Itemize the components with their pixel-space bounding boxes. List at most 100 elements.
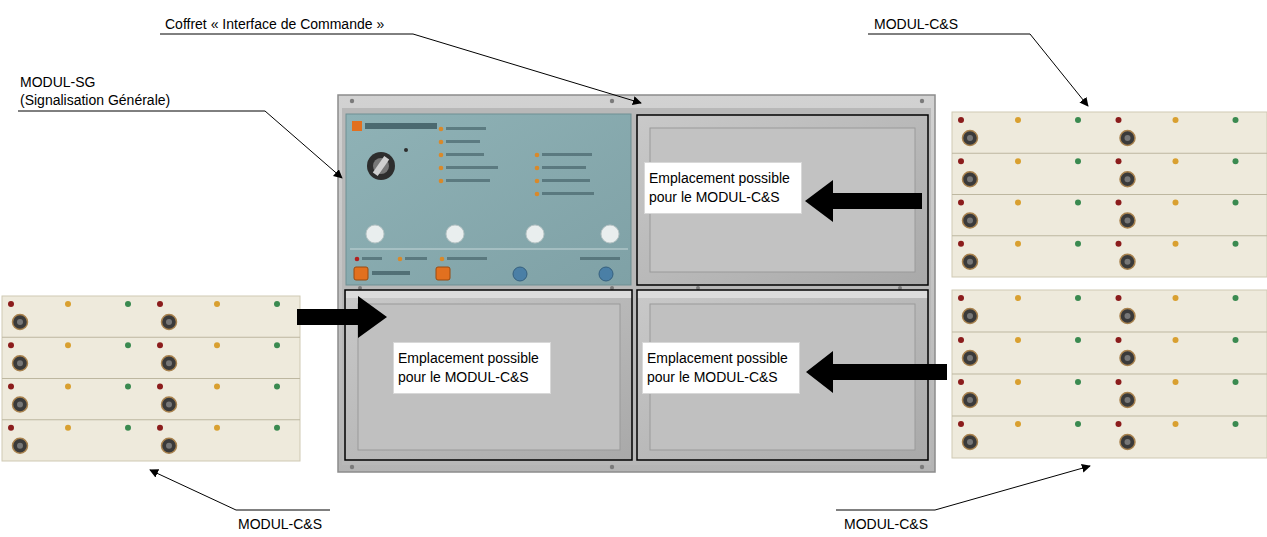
module-panels [2,112,1267,461]
orange-led [214,342,220,348]
selector-knob [967,218,973,224]
orange-led [1015,200,1021,206]
insertion-arrow [297,296,387,338]
row-line [952,416,1267,417]
selector-knob [963,213,978,228]
orange-led [1173,241,1179,247]
part-label: MODUL-SG (Signalisation Générale) [20,73,178,109]
red-led [8,384,14,390]
module-plate [952,290,1267,458]
slot-label-box: Emplacement possible pour le MODUL-C&S [642,342,800,394]
red-led [958,337,964,343]
orange-led [1173,200,1179,206]
orange-led [1173,158,1179,164]
green-led [1075,158,1081,164]
leader-line [150,470,330,510]
panel-separator [350,249,628,250]
slot-outline [345,290,632,460]
control-cabinet [338,95,935,472]
orange-led [1173,421,1179,427]
leader-line [18,111,342,178]
red-led [8,342,14,348]
slot-interior [346,290,632,460]
indicator-column [439,127,594,197]
leader-line [836,466,1090,510]
orange-led [1015,421,1021,427]
general-signalling-panel [346,114,631,285]
green-led [125,425,131,431]
green-led [1233,379,1239,385]
orange-led [214,425,220,431]
selector-knob [967,313,973,319]
selector-knob [1125,259,1131,265]
row-line [952,194,1267,195]
selector-knob [1120,172,1135,187]
module-panel [952,290,1267,458]
orange-led [1015,241,1021,247]
leader-line [160,34,641,103]
selector-knob [166,402,172,408]
row-line [952,153,1267,154]
button-legend [372,271,410,275]
red-led [157,384,163,390]
green-led [1233,241,1239,247]
selector-knob [162,438,177,453]
green-led [1075,421,1081,427]
selector-knob [1120,393,1135,408]
selector-knob [162,315,177,330]
slot-text: Emplacement possible pour le MODUL-C&S [649,169,797,207]
insertion-arrows [297,180,947,393]
selector-knob [1125,439,1131,445]
module-slots [345,115,928,460]
selector-knob [1120,435,1135,450]
green-led [1233,421,1239,427]
orange-led [1173,295,1179,301]
row-line [952,374,1267,375]
selector-knob [13,356,28,371]
selector-knob [1120,351,1135,366]
green-led [274,384,280,390]
selector-knob [166,319,172,325]
selector-knob [963,131,978,146]
red-led [8,425,14,431]
part-label: MODUL-C&S [874,15,958,33]
orange-led [214,384,220,390]
red-led [958,200,964,206]
green-led [125,342,131,348]
orange-led [1173,379,1179,385]
orange-led [1015,337,1021,343]
red-led [1116,117,1122,123]
red-led [157,301,163,307]
module-plate [2,296,300,461]
slot-label-box: Emplacement possible pour le MODUL-C&S [393,342,551,394]
selector-knob [17,360,23,366]
key [373,156,389,176]
red-led [157,342,163,348]
blue-button [513,267,527,281]
green-led [125,384,131,390]
part-label: MODUL-C&S [844,515,928,533]
red-led [157,425,163,431]
selector-knob [1125,176,1131,182]
selector-knob [963,393,978,408]
row-line [2,378,300,379]
evacuation-button [354,267,368,280]
orange-led [65,425,71,431]
selector-knob [963,309,978,324]
selector-knob [967,397,973,403]
key-switch [367,152,395,180]
slot-label-box: Emplacement possible pour le MODUL-C&S [644,162,802,214]
slot-lip [346,290,632,298]
module-plate [952,112,1267,277]
selector-knob [13,438,28,453]
orange-led [1015,158,1021,164]
module-panel [2,296,300,461]
green-led [1075,241,1081,247]
selector-knob [1125,313,1131,319]
selector-knob [13,397,28,412]
selector-knob [1120,254,1135,269]
selector-knob [967,259,973,265]
slot-text: Emplacement possible pour le MODUL-C&S [398,349,546,387]
